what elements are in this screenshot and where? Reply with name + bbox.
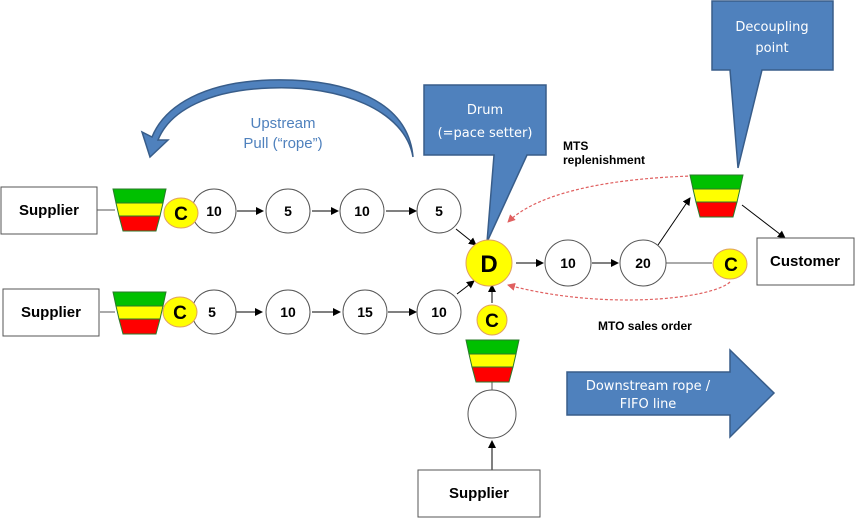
process-node[interactable]: 5 xyxy=(191,289,237,335)
customer-label: Customer xyxy=(770,253,840,270)
buffer-icon xyxy=(112,291,167,335)
connector xyxy=(456,280,475,295)
process-node[interactable]: 5 xyxy=(265,188,311,234)
supplier-box-1[interactable]: Supplier xyxy=(0,186,98,235)
buffer-icon xyxy=(465,339,520,383)
customer-box[interactable]: Customer xyxy=(756,237,855,286)
process-node[interactable]: 10 xyxy=(191,188,237,234)
supplier-box-3[interactable]: Supplier xyxy=(417,469,541,518)
process-node[interactable]: 20 xyxy=(619,239,667,287)
downstream-label-line2: FIFO line xyxy=(620,397,677,412)
node-value: 10 xyxy=(354,203,370,219)
curved-arrow-shape xyxy=(140,79,414,159)
control-point[interactable]: C xyxy=(162,296,198,328)
connector xyxy=(455,228,477,246)
node-value: 15 xyxy=(357,304,373,320)
mts-note-line2: replenishment xyxy=(563,153,645,167)
mts-signal-line xyxy=(507,175,694,223)
node-value: 5 xyxy=(208,304,216,320)
connector xyxy=(741,204,786,239)
decoupling-buffer-icon xyxy=(689,174,744,218)
node-value: 5 xyxy=(284,203,292,219)
drum-callout-line1: Drum xyxy=(467,103,503,118)
process-node[interactable] xyxy=(467,389,517,439)
drum-label: D xyxy=(480,251,497,278)
decoupling-callout-line2: point xyxy=(755,41,788,56)
buffer-icon xyxy=(112,188,167,232)
upstream-pull-arrow: Upstream Pull (“rope”) xyxy=(140,79,414,159)
control-point-label: C xyxy=(173,303,187,324)
process-node[interactable]: 15 xyxy=(342,289,388,335)
node-value: 10 xyxy=(431,304,447,320)
supplier-label: Supplier xyxy=(449,485,509,502)
node-value: 10 xyxy=(206,203,222,219)
connector xyxy=(657,197,691,246)
node-value: 10 xyxy=(280,304,296,320)
downstream-label-line1: Downstream rope / xyxy=(586,379,711,394)
control-point-label: C xyxy=(174,204,188,225)
callout-shape xyxy=(423,84,547,243)
downstream-rope-arrow: Downstream rope / FIFO line xyxy=(566,348,776,439)
mts-note-line1: MTS xyxy=(563,139,588,153)
control-point-label: C xyxy=(485,311,499,332)
drum-callout: Drum (=pace setter) xyxy=(423,84,547,243)
control-point-label: C xyxy=(724,255,738,276)
block-arrow-shape xyxy=(566,348,776,439)
process-node[interactable]: 10 xyxy=(339,188,385,234)
process-node[interactable]: 5 xyxy=(416,188,462,234)
process-node[interactable]: 10 xyxy=(544,239,592,287)
process-node[interactable]: 10 xyxy=(265,289,311,335)
supplier-label: Supplier xyxy=(21,304,81,321)
control-point[interactable]: C xyxy=(163,197,199,229)
decoupling-callout-line1: Decoupling xyxy=(735,20,808,35)
supplier-box-2[interactable]: Supplier xyxy=(2,288,100,337)
node-value: 5 xyxy=(435,203,443,219)
mto-note: MTO sales order xyxy=(598,319,692,333)
control-point[interactable]: C xyxy=(712,248,748,280)
process-node[interactable]: 10 xyxy=(416,289,462,335)
supplier-label: Supplier xyxy=(19,202,79,219)
mto-signal-line xyxy=(507,281,731,301)
drum-callout-line2: (=pace setter) xyxy=(438,126,533,141)
callout-shape xyxy=(711,0,834,169)
node-value: 20 xyxy=(635,255,651,271)
control-point[interactable]: C xyxy=(476,304,508,336)
upstream-label-line1: Upstream xyxy=(250,115,315,132)
decoupling-callout: Decoupling point xyxy=(711,0,834,169)
node-value: 10 xyxy=(560,255,576,271)
drum-node[interactable]: D xyxy=(465,239,513,287)
upstream-label-line2: Pull (“rope”) xyxy=(243,135,322,152)
